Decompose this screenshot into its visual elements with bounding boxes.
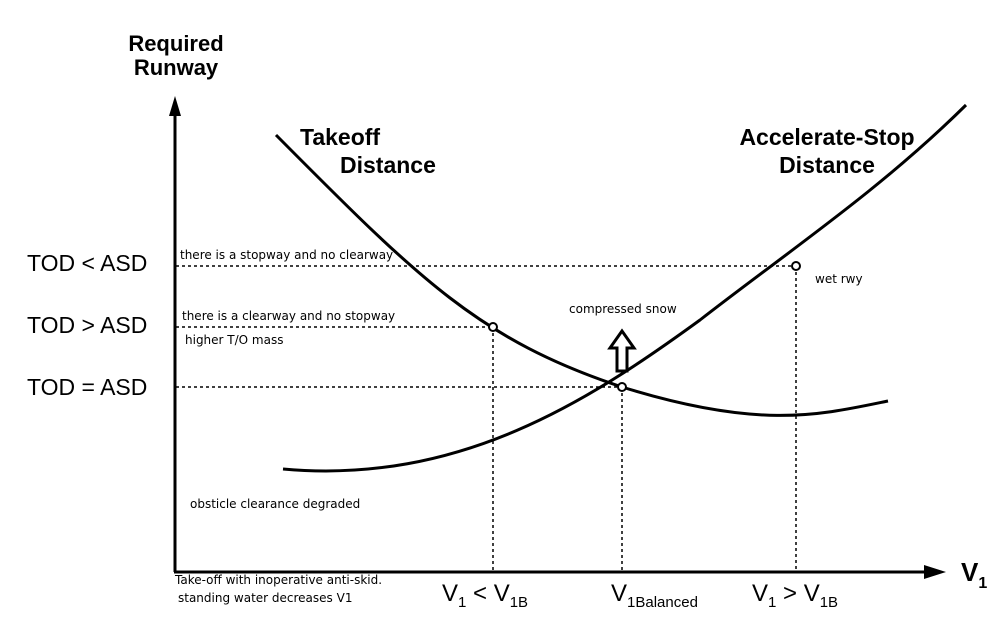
up-arrow-icon [607,328,637,373]
point-v1-low [488,322,498,332]
note-clearway: there is a clearway and no stopway [182,309,396,323]
point-v1-high [791,261,801,271]
x-tick-v1-balanced: V1Balanced [611,580,698,611]
note-higher-mass: higher T/O mass [185,333,284,347]
note-stopway: there is a stopway and no clearway [180,248,394,262]
x-tick-v1-low: V1 < V1B [442,580,529,611]
level-tod-lt-asd: TOD < ASD [27,250,148,276]
x-axis-arrowhead [924,565,946,579]
x-tick-v1-high: V1 > V1B [752,580,839,611]
note-compressed-snow: compressed snow [569,302,677,316]
level-tod-eq-asd: TOD = ASD [27,374,148,400]
note-antiskid: Take-off with inoperative anti-skid. [175,573,383,587]
x-axis-title: V1 [961,557,988,592]
note-standing-water: standing water decreases V1 [178,591,353,605]
point-v1-balanced [617,382,627,392]
y-axis-arrowhead [169,96,181,116]
note-obstacle: obsticle clearance degraded [190,497,361,511]
takeoff-distance-curve [274,133,889,417]
y-axis-title: Required Runway [106,33,246,79]
y-axis-title-line1: Required [128,31,224,56]
takeoff-distance-label: Takeoff Distance [300,124,436,178]
level-tod-gt-asd: TOD > ASD [27,312,148,338]
accelerate-stop-label: Accelerate-Stop Distance [739,124,915,178]
accelerate-stop-curve [282,103,968,473]
y-axis-title-line2: Runway [133,55,219,80]
note-wet-rwy: wet rwy [815,272,863,286]
